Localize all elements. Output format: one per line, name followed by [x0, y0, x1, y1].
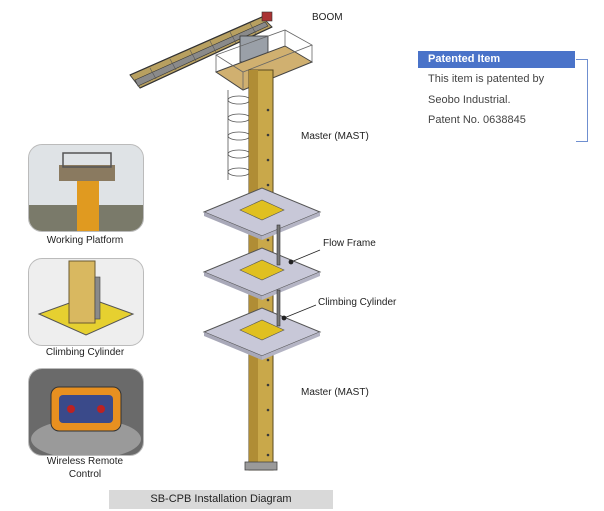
floor-plate-1 [202, 187, 322, 240]
wireless-remote-caption-1: Wireless Remote [46, 456, 124, 467]
floor-plate-2 [202, 247, 322, 300]
climbing-cylinders [276, 224, 281, 327]
cage-ladder [227, 90, 251, 180]
diagram-caption: SB-CPB Installation Diagram [109, 490, 333, 509]
patent-box: Patented Item This item is patented by S… [418, 51, 588, 143]
top-platform [214, 29, 314, 91]
master-bottom-label: Master (MAST) [301, 387, 369, 398]
climbing-cylinder-label: Climbing Cylinder [318, 297, 397, 308]
patent-line-1: This item is patented by [428, 73, 545, 85]
master-top-label: Master (MAST) [301, 131, 369, 142]
climbing-cylinder-photo [28, 258, 144, 346]
working-platform-caption: Working Platform [46, 235, 124, 246]
patent-line-3: Patent No. 0638845 [428, 114, 526, 126]
flow-frame-label: Flow Frame [323, 238, 376, 249]
working-platform-photo [28, 144, 144, 232]
wireless-remote-caption-2: Control [68, 469, 102, 480]
patent-bracket [576, 59, 588, 142]
patent-title: Patented Item [418, 51, 575, 68]
patent-line-2: Seobo Industrial. [428, 94, 511, 106]
floor-plate-3 [202, 307, 322, 360]
boom-label: BOOM [312, 12, 343, 23]
wireless-remote-photo [28, 368, 144, 456]
climbing-cylinder-caption: Climbing Cylinder [45, 347, 125, 358]
leader-lines [281, 249, 321, 321]
